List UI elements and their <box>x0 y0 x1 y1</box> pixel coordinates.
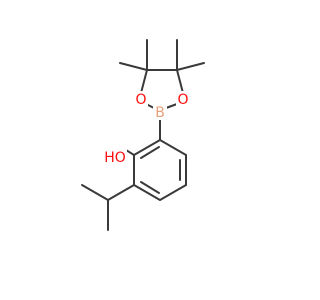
bond-o1-c7 <box>140 69 148 94</box>
boron-label-background <box>153 104 167 120</box>
bond-c7-methyl-left <box>119 62 148 71</box>
oxygen-1-label: O <box>135 92 146 108</box>
ring-bond-c6-c1 <box>133 139 161 156</box>
boron-label: B <box>155 105 165 121</box>
bond-layer <box>81 39 205 231</box>
ring-double-bond-c6-c1 <box>140 146 160 159</box>
bond-c5-isopropyl-ch <box>107 184 135 201</box>
o1-label-background <box>134 91 148 107</box>
bond-c8-methyl-right <box>176 62 205 71</box>
ring-bond-c3-c4 <box>159 184 187 201</box>
ring-double-bond-c4-c5 <box>140 181 160 194</box>
bond-o2-c8 <box>176 69 184 94</box>
hydroxyl-label-background <box>103 149 127 165</box>
hydroxyl-label: HO <box>104 150 126 166</box>
ring-bond-c4-c5 <box>133 184 161 201</box>
ring-bond-c1-c2 <box>159 139 187 156</box>
atom-label-layer: O O B HO <box>103 91 190 166</box>
molecule-structure-diagram: O O B HO <box>81 39 205 231</box>
bond-c6-hydroxyl <box>125 149 135 156</box>
o2-label-background <box>176 91 190 107</box>
bond-boron-o2 <box>165 103 178 109</box>
bond-isopropyl-methyl-left <box>81 184 109 201</box>
oxygen-2-label: O <box>177 92 188 108</box>
